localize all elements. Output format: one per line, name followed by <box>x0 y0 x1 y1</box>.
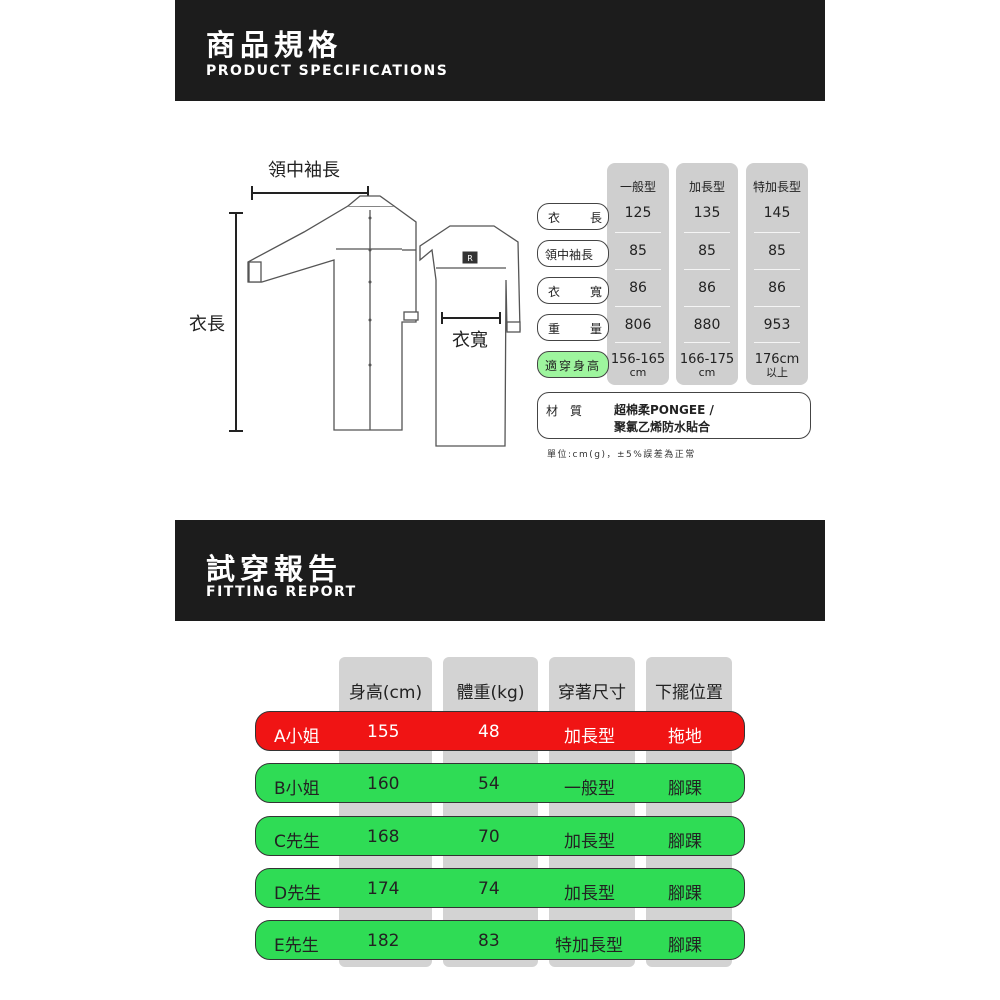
spec-cell: 86 <box>768 280 786 296</box>
spec-cell: 806 <box>624 317 652 333</box>
spec-cell: 85 <box>768 243 786 259</box>
fit-name: E先生 <box>274 936 319 956</box>
unit-note: 單位:cm(g)，±5%誤差為正常 <box>547 450 696 460</box>
fit-height: 182 <box>367 931 400 951</box>
width-label: 衣寬 <box>452 330 488 351</box>
spec-header-extra-long: 特加長型 <box>752 180 801 194</box>
fit-header-weight: 體重(kg) <box>456 683 525 703</box>
material-box: 材質 超棉柔PONGEE / 聚氯乙烯防水貼合 <box>537 392 811 439</box>
fit-size: 加長型 <box>564 727 615 747</box>
fit-row-a: A小姐 155 48 加長型 拖地 <box>255 711 745 751</box>
fit-banner: 試穿報告 FITTING REPORT <box>175 520 825 621</box>
fit-name: C先生 <box>274 832 320 852</box>
fit-header-hem: 下擺位置 <box>655 683 723 703</box>
spec-row-label-height: 適穿身高 <box>537 351 609 378</box>
sleeve-length-label: 領中袖長 <box>268 160 340 181</box>
spec-column-regular <box>607 163 669 385</box>
fit-column-size <box>549 657 635 967</box>
fit-height: 160 <box>367 774 400 794</box>
fit-hem: 腳踝 <box>668 832 702 852</box>
fit-weight: 83 <box>478 931 500 951</box>
spec-row-label-weight: 重量 <box>537 314 609 341</box>
fit-column-weight <box>443 657 538 967</box>
fit-row-c: C先生 168 70 加長型 腳踝 <box>255 816 745 856</box>
fit-height: 174 <box>367 879 400 899</box>
fit-size: 特加長型 <box>555 936 623 956</box>
material-line-2: 聚氯乙烯防水貼合 <box>614 420 711 434</box>
fit-size: 一般型 <box>564 779 615 799</box>
spec-cell: 880 <box>693 317 721 333</box>
fit-height: 155 <box>367 722 400 742</box>
spec-banner: 商品規格 PRODUCT SPECIFICATIONS <box>175 0 825 101</box>
fit-row-e: E先生 182 83 特加長型 腳踝 <box>255 920 745 960</box>
spec-cell-height-long: 166-175 cm <box>679 352 735 379</box>
fit-hem: 腳踝 <box>668 936 702 956</box>
spec-row-label-length: 衣長 <box>537 203 609 230</box>
spec-cell: 85 <box>698 243 716 259</box>
length-dimension-line <box>229 212 243 432</box>
spec-banner-title: 商品規格 <box>206 28 343 62</box>
width-dimension-line <box>441 312 501 324</box>
spec-row-label-width: 衣寬 <box>537 277 609 304</box>
length-label: 衣長 <box>189 314 225 335</box>
fit-size: 加長型 <box>564 832 615 852</box>
spec-header-long: 加長型 <box>688 180 725 194</box>
spec-cell: 86 <box>698 280 716 296</box>
fit-weight: 74 <box>478 879 500 899</box>
spec-banner-subtitle: PRODUCT SPECIFICATIONS <box>206 63 449 79</box>
front-coat-outline <box>247 195 419 431</box>
fit-header-height: 身高(cm) <box>348 683 423 703</box>
fit-name: D先生 <box>274 884 322 904</box>
fit-size: 加長型 <box>564 884 615 904</box>
front-coat-buttons <box>368 216 372 367</box>
spec-cell: 85 <box>629 243 647 259</box>
fit-banner-title: 試穿報告 <box>206 552 343 586</box>
spec-cell: 145 <box>763 205 791 221</box>
fit-weight: 54 <box>478 774 500 794</box>
fit-header-size: 穿著尺寸 <box>558 683 626 703</box>
back-logo <box>462 251 478 264</box>
fit-row-b: B小姐 160 54 一般型 腳踝 <box>255 763 745 803</box>
fit-hem: 腳踝 <box>668 884 702 904</box>
spec-header-regular: 一般型 <box>619 180 656 194</box>
fit-weight: 70 <box>478 827 500 847</box>
fit-row-d: D先生 174 74 加長型 腳踝 <box>255 868 745 908</box>
fit-name: B小姐 <box>274 779 320 799</box>
spec-cell-height-extra-long: 176cm 以上 <box>754 352 800 379</box>
sleeve-dimension-line <box>251 186 369 200</box>
fit-hem: 腳踝 <box>668 779 702 799</box>
spec-cell: 125 <box>624 205 652 221</box>
fit-weight: 48 <box>478 722 500 742</box>
spec-cell-height-regular: 156-165 cm <box>610 352 666 379</box>
spec-cell: 953 <box>763 317 791 333</box>
fit-name: A小姐 <box>274 727 320 747</box>
fit-hem: 拖地 <box>668 727 702 747</box>
fit-column-height <box>339 657 432 967</box>
spec-row-label-sleeve: 領中袖長 <box>537 240 609 267</box>
back-logo-text: R <box>467 254 473 263</box>
spec-column-extra-long <box>746 163 808 385</box>
fit-column-hem <box>646 657 732 967</box>
material-label: 材質 <box>546 404 595 418</box>
material-line-1: 超棉柔PONGEE / <box>614 403 714 417</box>
spec-cell: 135 <box>693 205 721 221</box>
fit-height: 168 <box>367 827 400 847</box>
spec-column-long <box>676 163 738 385</box>
spec-cell: 86 <box>629 280 647 296</box>
fit-banner-subtitle: FITTING REPORT <box>206 584 357 600</box>
